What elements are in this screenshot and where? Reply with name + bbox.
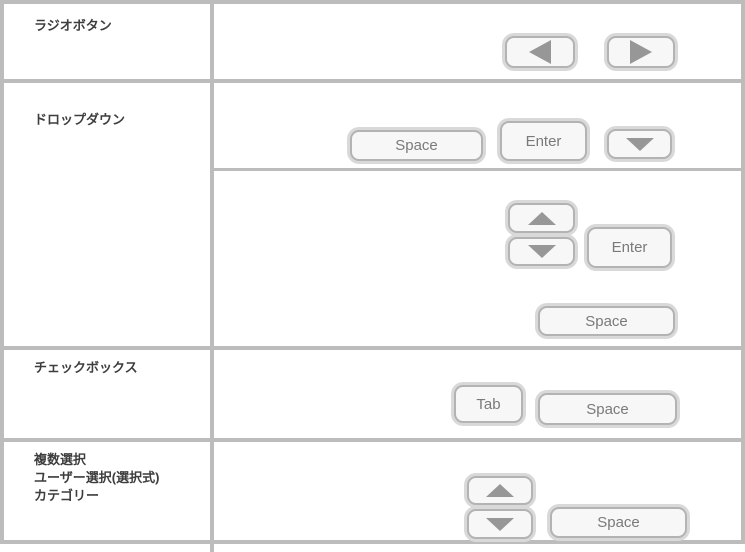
- arrow-left-icon: [529, 40, 551, 64]
- key-label: Space: [586, 400, 629, 418]
- arrow-down-icon: [625, 137, 654, 151]
- key-label: Enter: [611, 239, 648, 256]
- key-arrow-up[interactable]: [508, 203, 575, 233]
- key-enter[interactable]: Enter: [500, 121, 587, 161]
- multi-select-keys-cell: Space: [214, 442, 741, 552]
- key-space[interactable]: Space: [538, 306, 675, 336]
- table-row-dropdown: ドロップダウン Space Enter: [4, 83, 741, 350]
- key-space[interactable]: Space: [538, 393, 677, 425]
- table-row-checkbox: チェックボックス Tab Space: [4, 350, 741, 442]
- key-arrow-left[interactable]: [505, 36, 575, 68]
- row-label-checkbox: チェックボックス: [4, 350, 214, 438]
- key-label: Tab: [476, 395, 501, 413]
- key-arrow-down[interactable]: [607, 129, 672, 159]
- key-enter[interactable]: Enter: [587, 227, 672, 268]
- row-label-multi-select: 複数選択 ユーザー選択(選択式) カテゴリー: [4, 442, 214, 552]
- checkbox-keys-cell: Tab Space: [214, 350, 741, 438]
- table-row-radio-button: ラジオボタン: [4, 4, 741, 83]
- dropdown-keys-cell-2: Enter Space: [214, 171, 741, 346]
- table-row-multi-select: 複数選択 ユーザー選択(選択式) カテゴリー Space: [4, 442, 741, 552]
- key-arrow-down[interactable]: [508, 237, 575, 266]
- arrow-up-icon: [486, 484, 514, 497]
- arrow-down-icon: [486, 517, 514, 531]
- key-label: Space: [597, 514, 640, 531]
- key-tab[interactable]: Tab: [454, 385, 523, 423]
- row-label-line: 複数選択: [34, 452, 87, 467]
- key-space[interactable]: Space: [550, 507, 687, 538]
- key-arrow-up[interactable]: [467, 476, 533, 505]
- arrow-down-icon: [527, 245, 556, 258]
- dropdown-keys-cell-1: Space Enter: [214, 83, 741, 171]
- row-label-dropdown: ドロップダウン: [4, 83, 214, 346]
- key-label: Space: [395, 137, 438, 154]
- radio-button-keys-cell: [214, 4, 741, 79]
- key-space[interactable]: Space: [350, 130, 483, 161]
- row-label-radio-button: ラジオボタン: [4, 4, 214, 79]
- row-label-text: チェックボックス: [34, 360, 138, 375]
- key-arrow-right[interactable]: [607, 36, 675, 68]
- key-arrow-down[interactable]: [467, 509, 533, 539]
- arrow-up-icon: [527, 211, 556, 225]
- row-label-text: ドロップダウン: [34, 112, 126, 127]
- arrow-right-icon: [630, 40, 652, 64]
- row-label-text: ラジオボタン: [34, 18, 112, 33]
- row-label-line: カテゴリー: [34, 488, 100, 503]
- key-label: Space: [585, 312, 628, 330]
- row-label-line: ユーザー選択(選択式): [34, 470, 160, 485]
- key-label: Enter: [525, 132, 562, 150]
